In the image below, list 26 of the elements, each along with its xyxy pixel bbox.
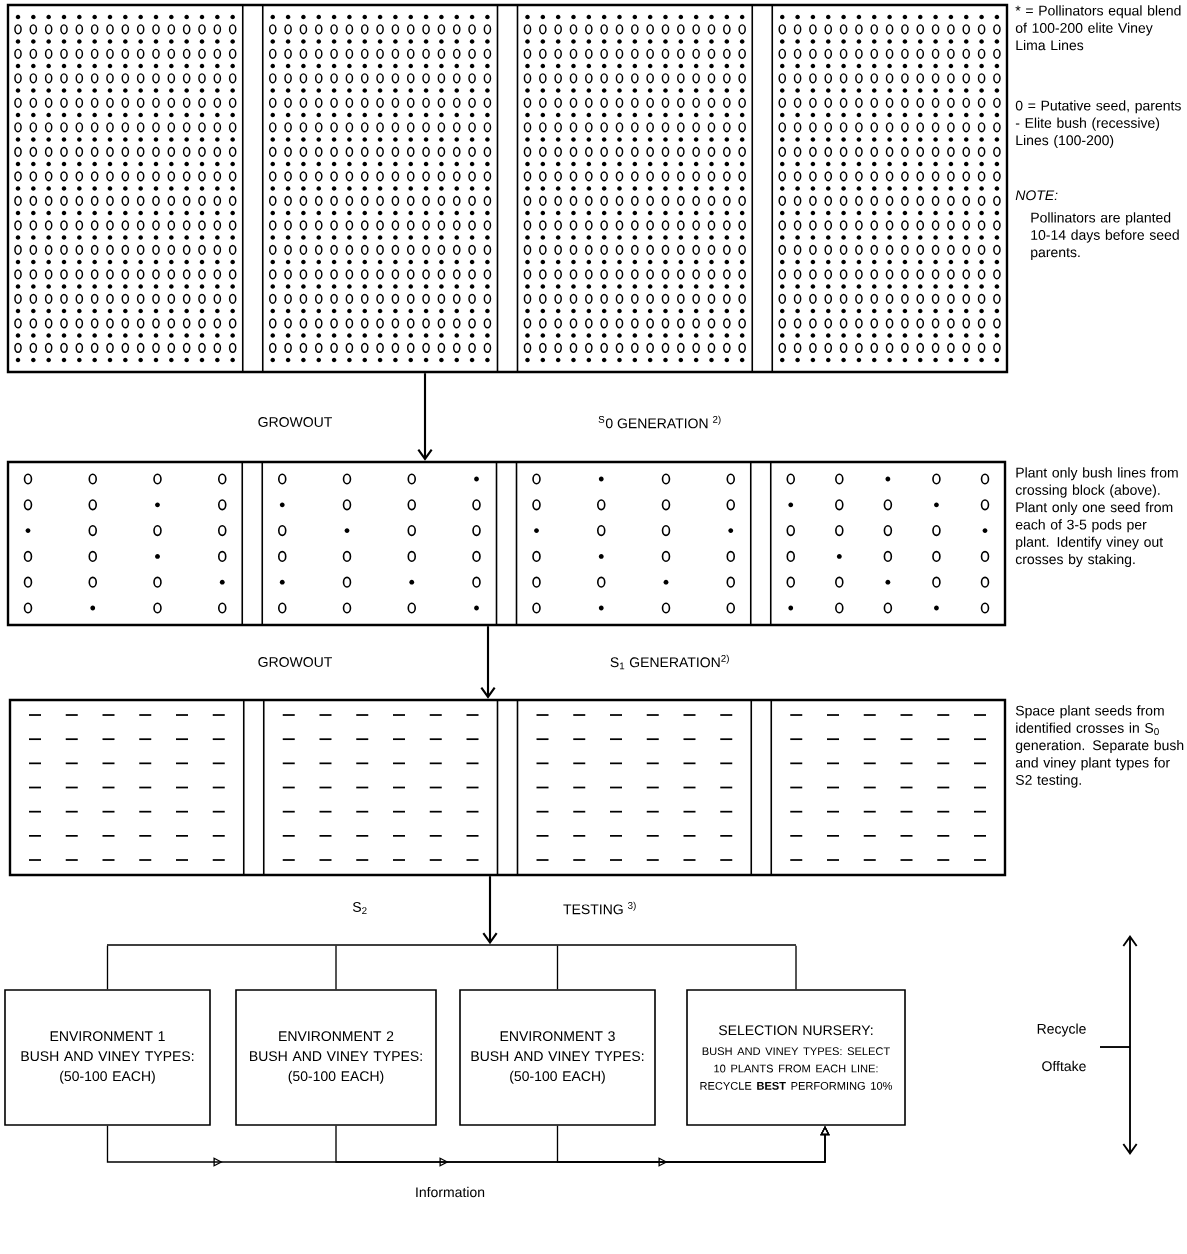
note-text: 0 = Putative seed, parents - Elite bush (recessive) Lines (100-200) xyxy=(1015,100,1181,148)
process-box: ENVIRONMENT 3 BUSH AND VINEY TYPES: (50-100 EACH) xyxy=(459,989,656,1126)
arrow xyxy=(480,626,496,699)
edge-label: Information xyxy=(413,1184,487,1200)
field-plot xyxy=(6,460,1007,627)
label: Recycle xyxy=(1037,1023,1086,1037)
note-text: Space plant seeds from identified crosses in S$_{0}$ generation. Separate bush and viney plant types for S2 testing. xyxy=(1015,705,1184,788)
label: GROWOUT xyxy=(258,417,332,427)
field-plot xyxy=(8,698,1007,877)
label: Offtake xyxy=(1042,1060,1086,1072)
process-box: SELECTION NURSERY: BUSH AND VINEY TYPES: SELECT 10 PLANTS FROM EACH LINE: RECYCLE BEST PERFORMING 10% xyxy=(686,989,906,1126)
label: S$_{2}$ xyxy=(352,902,367,914)
label: GROWOUT xyxy=(258,657,332,667)
note-text: * = Pollinators equal blend of 100-200 elite Viney Lima Lines xyxy=(1015,5,1181,51)
label: S$_{1}$ GENERATION$^{2)}$ xyxy=(610,654,729,670)
field-plot xyxy=(6,3,1009,374)
label: $^{S}$0 GENERATION $^{2)}$ xyxy=(598,415,721,429)
arrow xyxy=(482,876,498,945)
note-text: Pollinators are planted 10-14 days before seed parents. xyxy=(1031,212,1179,260)
arrow xyxy=(417,373,433,461)
arrow xyxy=(556,1125,830,1167)
process-box: ENVIRONMENT 2 BUSH AND VINEY TYPES: (50-100 EACH) xyxy=(235,989,437,1126)
note-text: NOTE: xyxy=(1015,190,1058,201)
note-text: Plant only bush lines from crossing block (above). Plant only one seed from each of 3-5 pods per plant. Identify viney out crosses by staking. xyxy=(1015,467,1178,567)
label: TESTING $^{3)}$ xyxy=(563,901,636,915)
process-box: ENVIRONMENT 1 BUSH AND VINEY TYPES: (50-100 EACH) xyxy=(4,989,211,1126)
